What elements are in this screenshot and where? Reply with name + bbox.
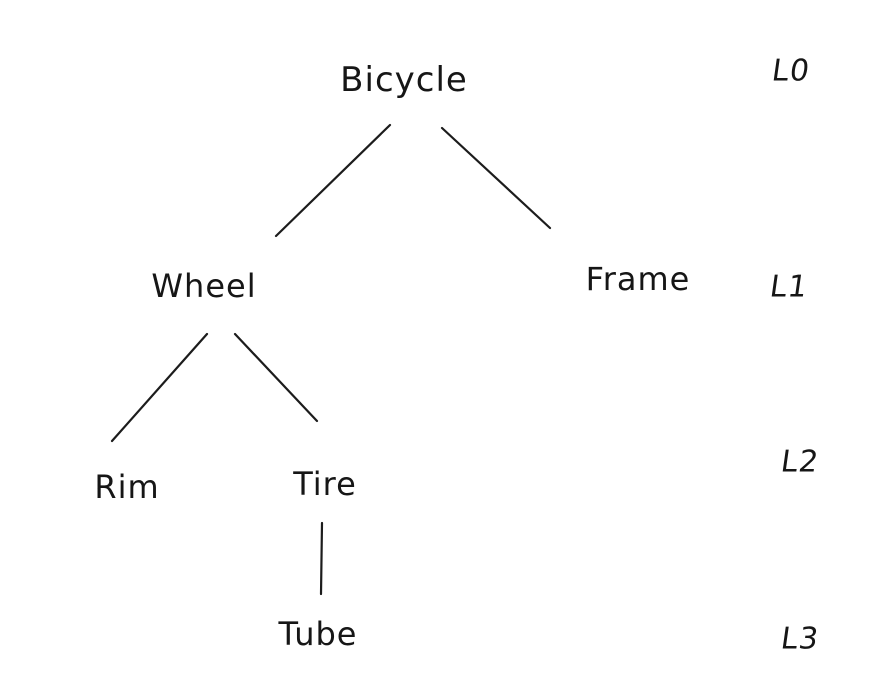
node-tire: Tire — [293, 465, 357, 503]
node-frame: Frame — [585, 260, 691, 298]
level-label-l0: L0 — [769, 53, 813, 89]
level-label-l3: L3 — [778, 621, 822, 657]
edge-tire-tube — [319, 521, 324, 596]
level-label-l1: L1 — [767, 269, 811, 305]
level-label-l2: L2 — [778, 444, 822, 480]
edge-wheel-rim — [110, 332, 209, 443]
node-rim: Rim — [94, 468, 160, 506]
edge-bicycle-frame — [440, 126, 552, 230]
node-tube: Tube — [278, 615, 358, 653]
edge-wheel-tire — [233, 332, 319, 423]
node-wheel: Wheel — [151, 267, 257, 305]
edge-bicycle-wheel — [274, 123, 392, 238]
node-bicycle: Bicycle — [340, 60, 468, 100]
